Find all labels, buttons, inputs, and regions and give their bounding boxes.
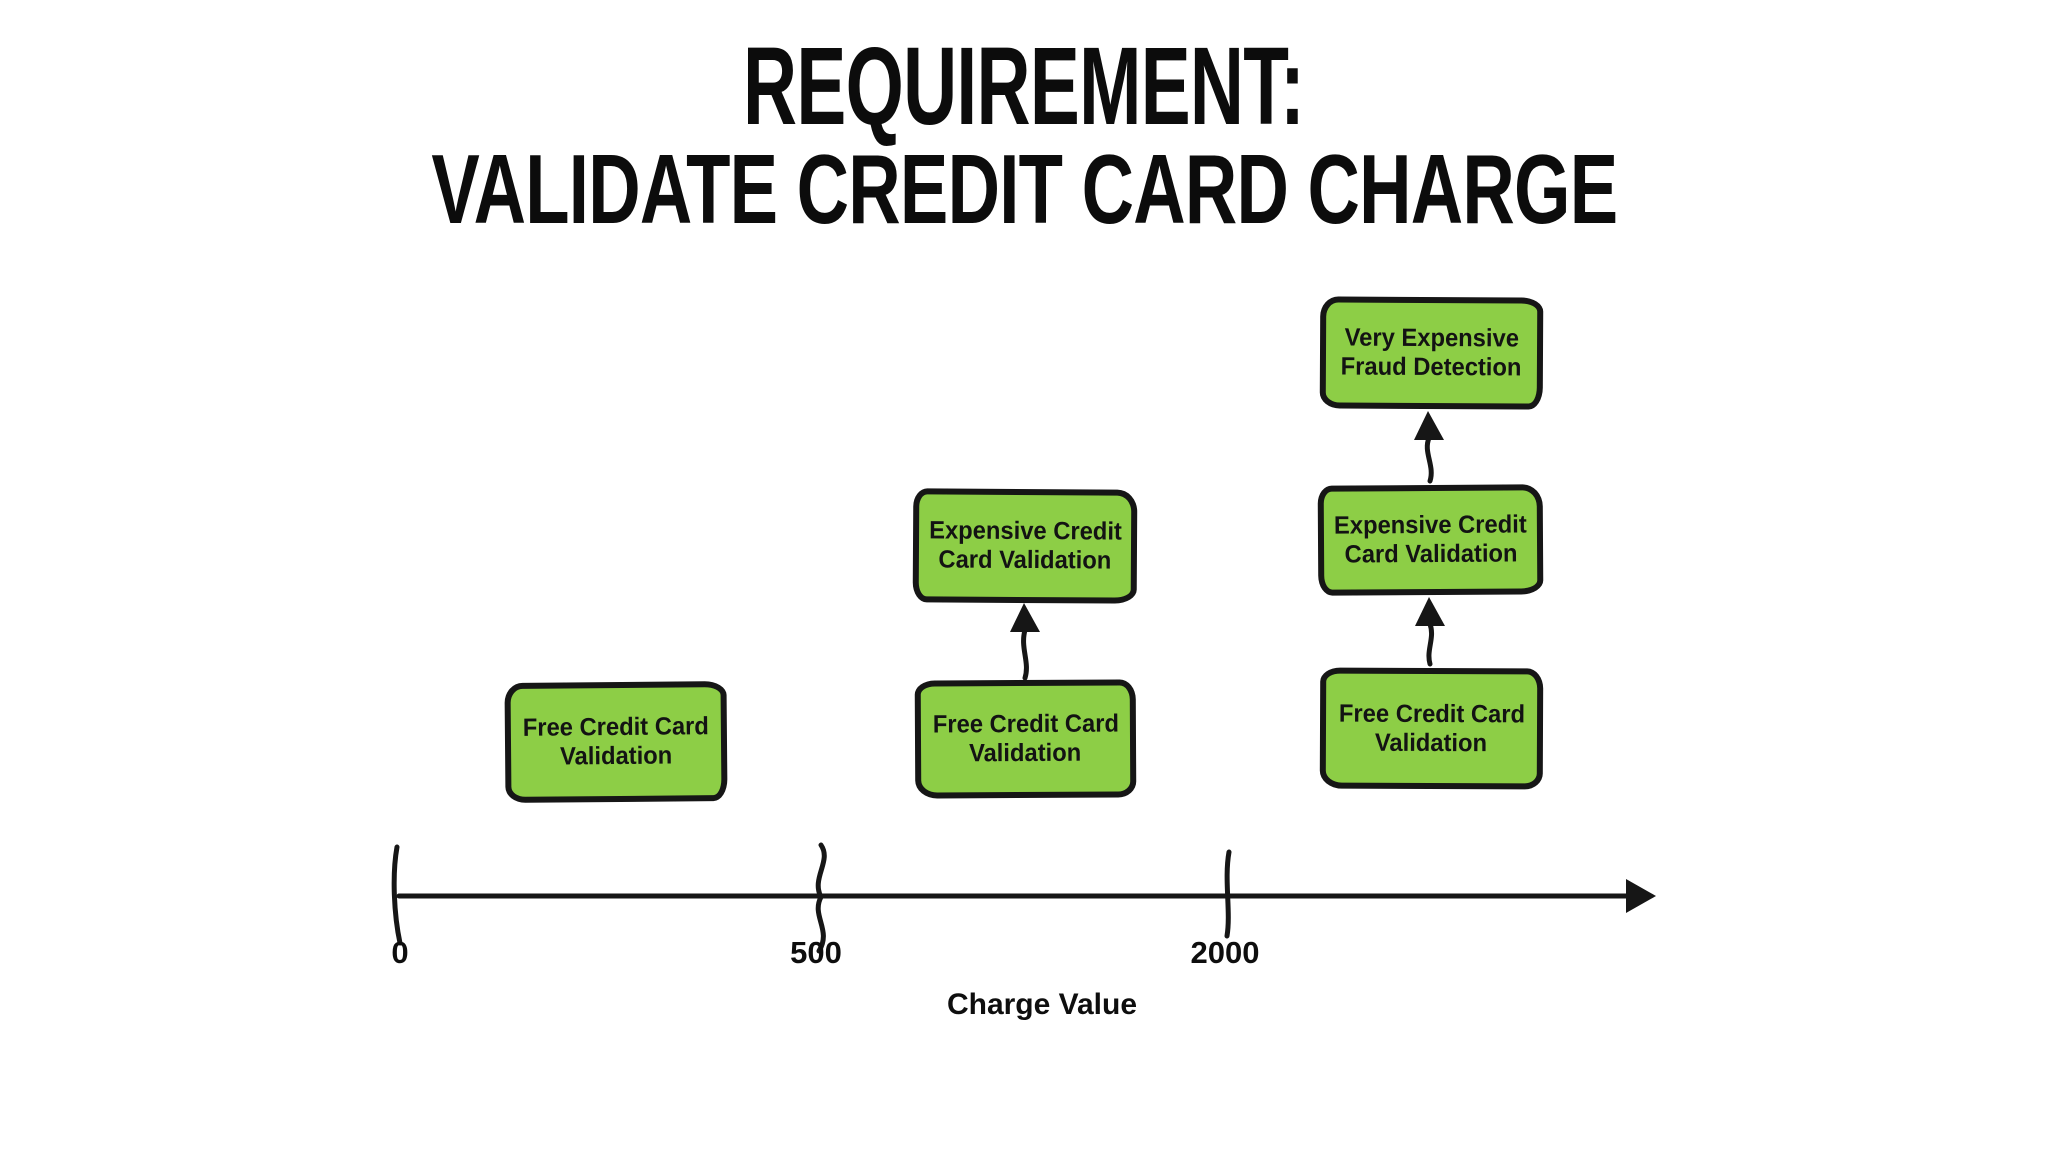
upgrade-arrow-mid-tail <box>1021 627 1029 681</box>
box-label-line: Expensive Credit <box>928 516 1122 546</box>
box-expensive-validation-col2: Expensive Credit Card Validation <box>912 488 1138 604</box>
box-free-validation-col2: Free Credit Card Validation <box>914 679 1137 799</box>
page-title-line2: VALIDATE CREDIT CARD CHARGE <box>0 140 2048 238</box>
axis-tick-label-500: 500 <box>790 935 842 970</box>
axis-tick-0 <box>391 844 403 946</box>
upgrade-arrow-right-upper-tail <box>1424 435 1434 484</box>
box-label-line: Card Validation <box>938 545 1112 575</box>
axis-arrowhead-icon <box>1626 879 1656 913</box>
box-fraud-detection-col3: Very Expensive Fraud Detection <box>1319 296 1544 410</box>
page-title-line1-text: REQUIREMENT: <box>743 25 1305 148</box>
box-label-line: Expensive Credit <box>1333 510 1527 540</box>
box-label-line: Validation <box>1375 728 1488 757</box>
upgrade-arrow-right-lower-head-icon <box>1415 597 1445 626</box>
upgrade-arrow-right-lower-tail <box>1426 621 1435 667</box>
box-label-line: Very Expensive <box>1344 323 1519 353</box>
box-free-validation-col3: Free Credit Card Validation <box>1319 667 1544 790</box>
box-label-line: Card Validation <box>1344 539 1518 569</box>
box-label-line: Free Credit Card <box>522 712 710 742</box>
upgrade-arrow-right-upper-head-icon <box>1414 411 1444 440</box>
axis-line <box>396 892 1635 899</box>
page-title-line2-text: VALIDATE CREDIT CARD CHARGE <box>431 134 1618 244</box>
axis-tick-500 <box>815 842 827 954</box>
box-label-line: Free Credit Card <box>932 709 1119 739</box>
axis-title: Charge Value <box>946 988 1138 1021</box>
box-label-line: Validation <box>969 738 1082 768</box>
box-expensive-validation-col3: Expensive Credit Card Validation <box>1317 484 1544 596</box>
box-label-line: Fraud Detection <box>1340 352 1522 382</box>
box-label-line: Validation <box>559 741 673 771</box>
upgrade-arrow-mid-head-icon <box>1010 603 1040 632</box>
axis-tick-label-0: 0 <box>391 935 409 970</box>
box-label-line: Free Credit Card <box>1338 699 1525 728</box>
page-title-line1: REQUIREMENT: <box>0 32 2048 142</box>
box-free-validation-col1: Free Credit Card Validation <box>504 681 728 803</box>
axis-tick-2000 <box>1224 849 1232 939</box>
axis-tick-label-2000: 2000 <box>1190 935 1260 970</box>
